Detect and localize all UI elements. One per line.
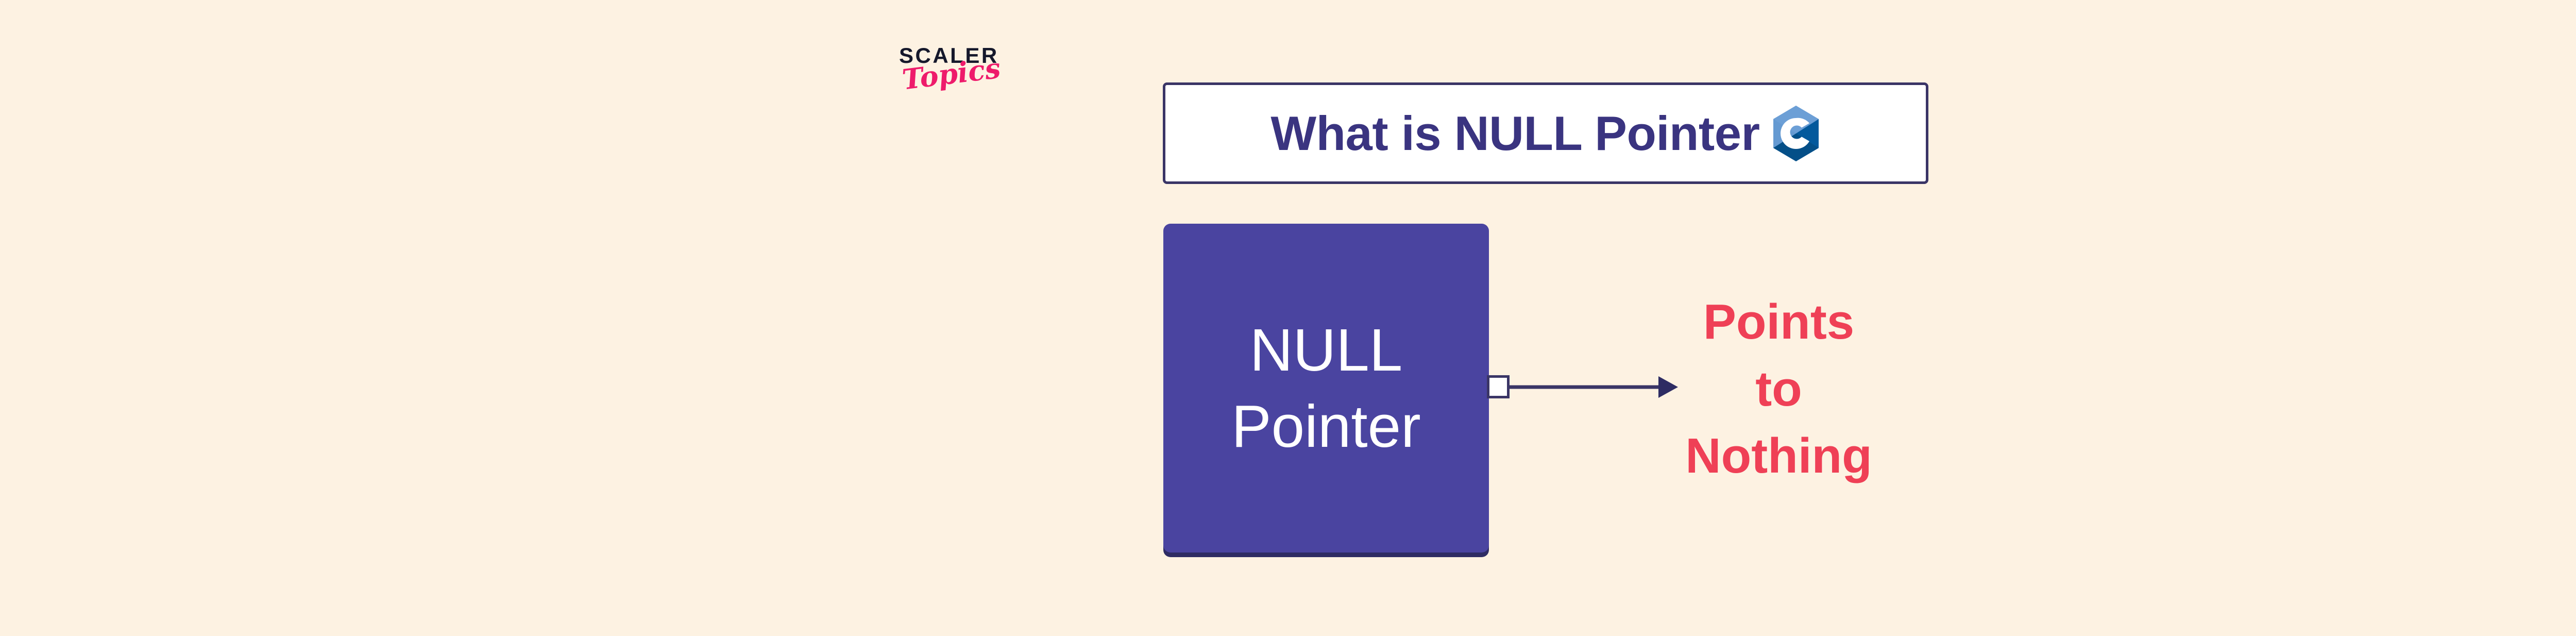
points-to-nothing-line-3: Nothing <box>1685 428 1872 483</box>
arrow-icon <box>1507 376 1678 398</box>
c-language-logo-icon <box>1773 105 1819 161</box>
scaler-topics-logo: SCALER Topics <box>876 44 1030 132</box>
title-card: What is NULL Pointer <box>1163 82 1928 184</box>
points-to-nothing-line-2: to <box>1755 361 1802 416</box>
points-to-nothing-label: Points to Nothing <box>1677 289 1880 490</box>
brand-name-scaler: SCALER <box>899 43 999 68</box>
null-pointer-node: NULL Pointer <box>1163 224 1489 553</box>
null-pointer-node-line-2: Pointer <box>1231 393 1421 460</box>
page-title: What is NULL Pointer <box>1270 106 1760 160</box>
points-to-nothing-line-1: Points <box>1703 294 1855 349</box>
null-pointer-node-line-1: NULL <box>1249 316 1403 383</box>
connector-port <box>1487 375 1510 398</box>
